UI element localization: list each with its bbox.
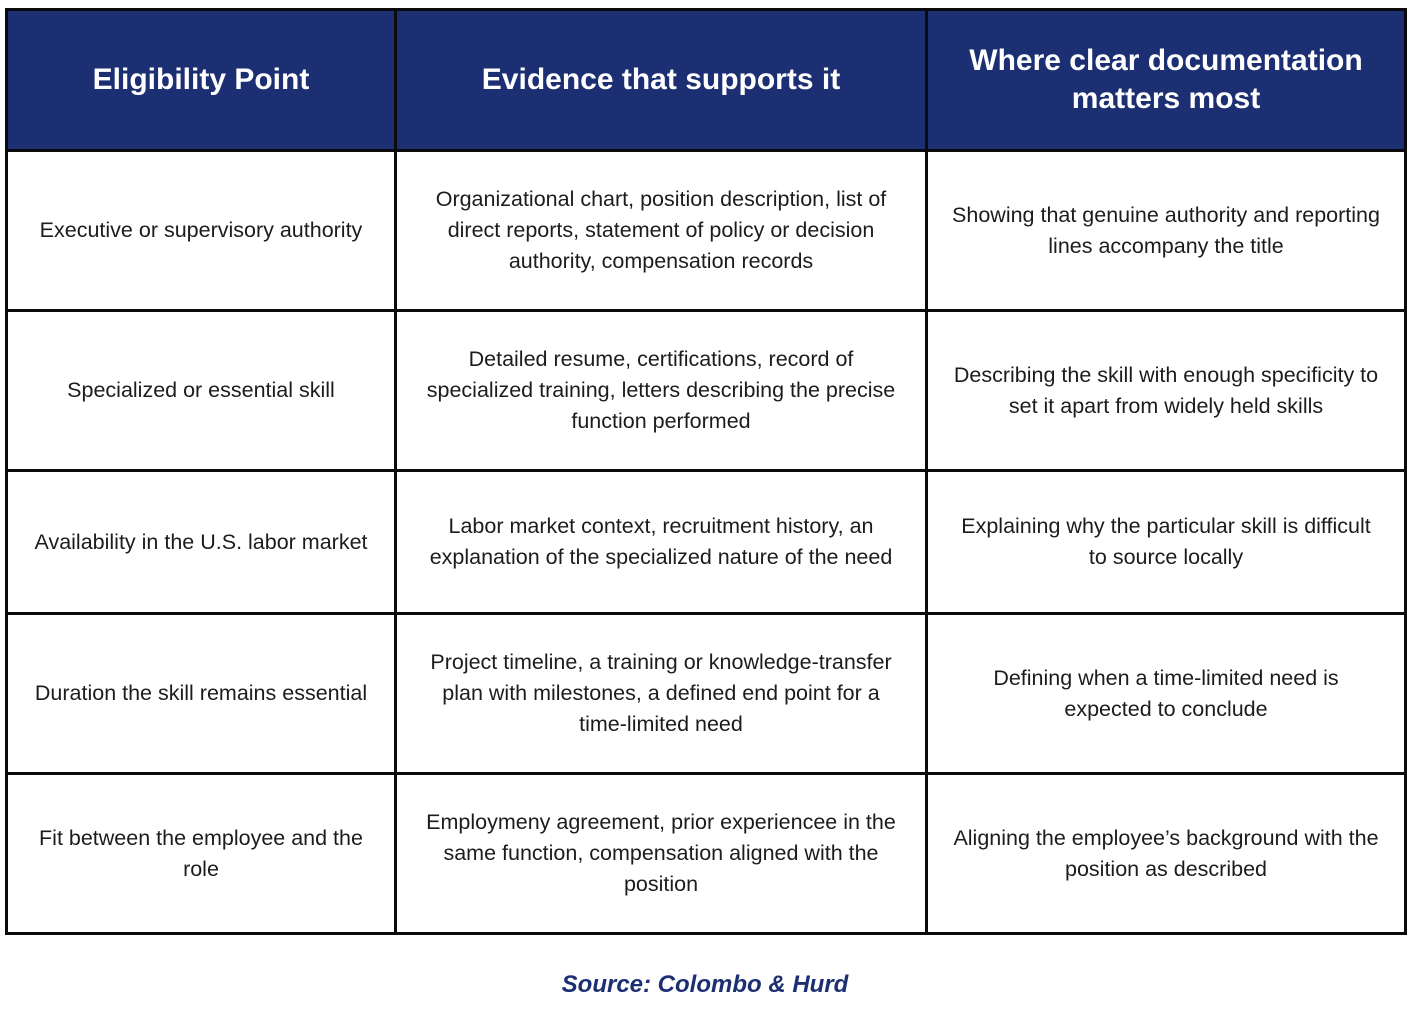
header-eligibility-point: Eligibility Point <box>5 8 397 152</box>
eligibility-point-cell: Duration the skill remains essential <box>5 612 397 775</box>
evidence-cell: Detailed resume, certifications, record … <box>394 309 928 472</box>
eligibility-point-cell: Specialized or essential skill <box>5 309 397 472</box>
table-row: Duration the skill remains essential Pro… <box>5 612 1407 775</box>
eligibility-point-cell: Fit between the employee and the role <box>5 772 397 935</box>
documentation-cell: Aligning the employee’s background with … <box>925 772 1407 935</box>
evidence-cell: Employmeny agreement, prior experiencee … <box>394 772 928 935</box>
eligibility-table: Eligibility Point Evidence that supports… <box>5 8 1407 935</box>
header-documentation: Where clear documentation matters most <box>925 8 1407 152</box>
documentation-cell: Describing the skill with enough specifi… <box>925 309 1407 472</box>
table-header-row: Eligibility Point Evidence that supports… <box>5 8 1407 152</box>
table-row: Availability in the U.S. labor market La… <box>5 469 1407 615</box>
evidence-cell: Organizational chart, position descripti… <box>394 149 928 312</box>
table-row: Specialized or essential skill Detailed … <box>5 309 1407 472</box>
documentation-cell: Explaining why the particular skill is d… <box>925 469 1407 615</box>
eligibility-point-cell: Executive or supervisory authority <box>5 149 397 312</box>
source-caption: Source: Colombo & Hurd <box>561 971 849 998</box>
header-evidence: Evidence that supports it <box>394 8 928 152</box>
documentation-cell: Defining when a time-limited need is exp… <box>925 612 1407 775</box>
table-row: Fit between the employee and the role Em… <box>5 772 1407 935</box>
eligibility-point-cell: Availability in the U.S. labor market <box>5 469 397 615</box>
documentation-cell: Showing that genuine authority and repor… <box>925 149 1407 312</box>
table-row: Executive or supervisory authority Organ… <box>5 149 1407 312</box>
evidence-cell: Project timeline, a training or knowledg… <box>394 612 928 775</box>
evidence-cell: Labor market context, recruitment histor… <box>394 469 928 615</box>
eligibility-table-container: Eligibility Point Evidence that supports… <box>5 8 1407 935</box>
